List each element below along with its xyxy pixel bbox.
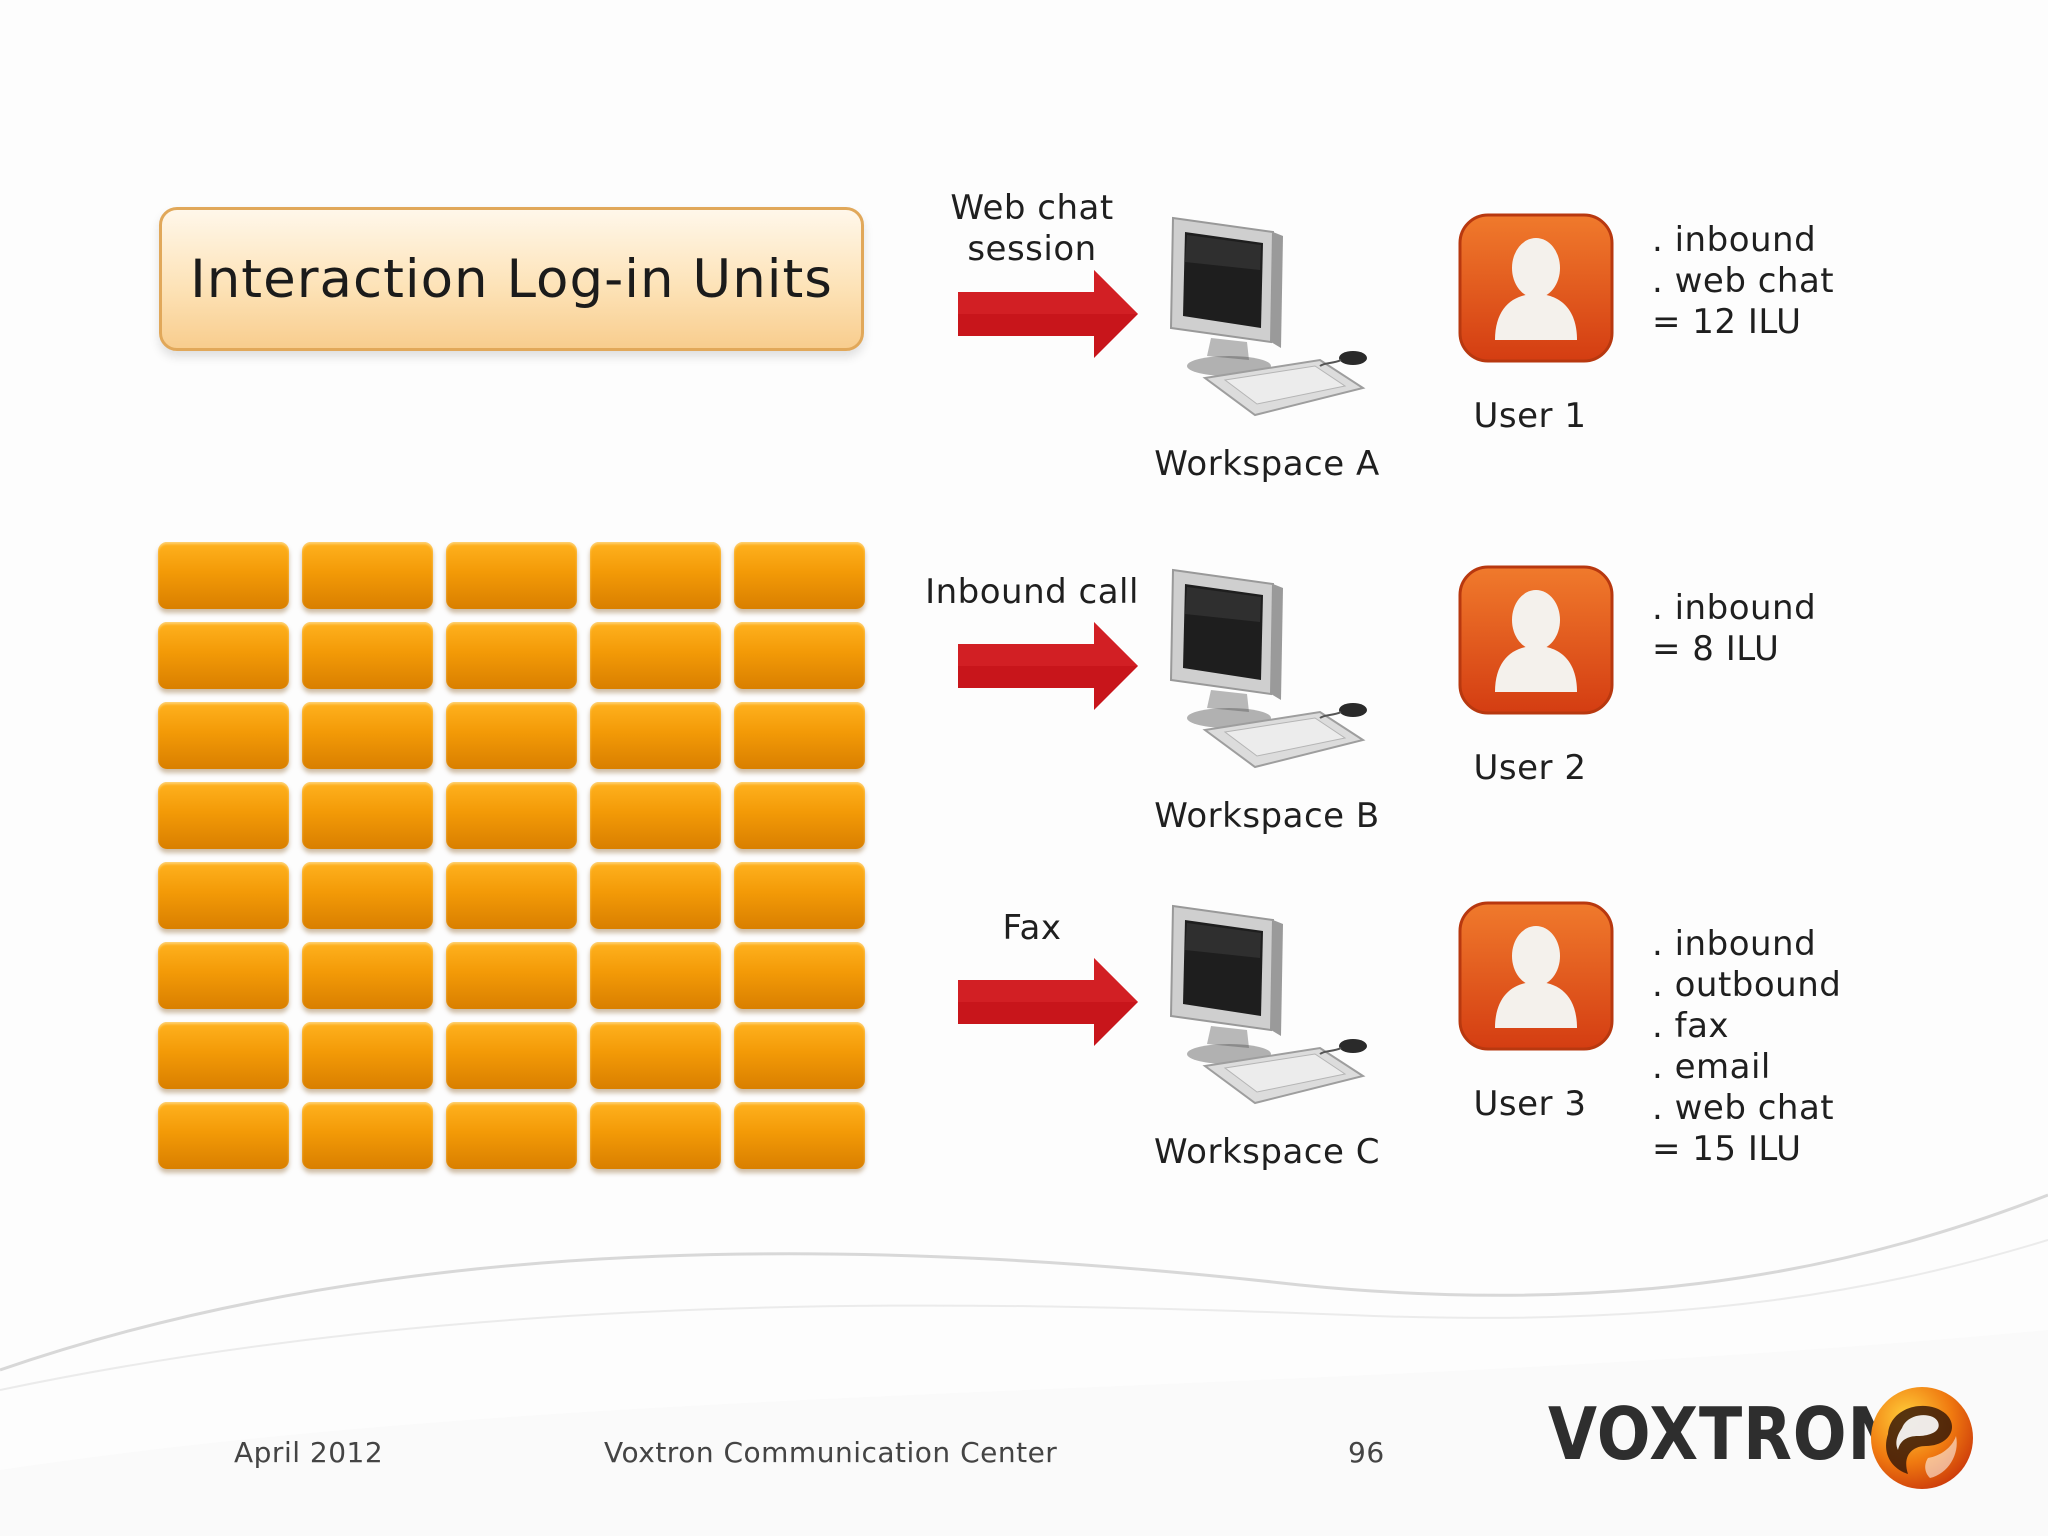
ilu-unit-block — [302, 1102, 433, 1169]
ilu-unit-block — [446, 942, 577, 1009]
ilu-unit-block — [446, 782, 577, 849]
ilu-notes: . inbound. web chat= 12 ILU — [1652, 220, 1834, 343]
ilu-unit-block — [590, 942, 721, 1009]
ilu-unit-block — [734, 862, 865, 929]
workspace-label: Workspace C — [1154, 1132, 1380, 1172]
ilu-notes: . inbound. outbound. fax. email. web cha… — [1652, 924, 1841, 1170]
ilu-unit-block — [302, 862, 433, 929]
user-label: User 1 — [1473, 396, 1587, 436]
ilu-unit-grid — [158, 542, 866, 1169]
ilu-note-line: . email — [1652, 1047, 1771, 1087]
computer-workstation-icon — [1169, 904, 1367, 1105]
workspace-label: Workspace A — [1154, 444, 1380, 484]
ilu-unit-block — [446, 1102, 577, 1169]
ilu-unit-block — [590, 622, 721, 689]
ilu-unit-block — [734, 782, 865, 849]
ilu-unit-block — [158, 1022, 289, 1089]
channel-label-fax: Fax — [1002, 908, 1062, 948]
ilu-note-line: . inbound — [1652, 220, 1817, 260]
ilu-unit-block — [158, 1102, 289, 1169]
user-label: User 2 — [1473, 748, 1587, 788]
ilu-note-line: = 8 ILU — [1652, 629, 1780, 669]
ilu-unit-block — [446, 1022, 577, 1089]
ilu-unit-block — [590, 1102, 721, 1169]
ilu-unit-block — [302, 782, 433, 849]
ilu-unit-block — [446, 622, 577, 689]
user-avatar-icon — [1458, 901, 1614, 1051]
channel-label-web-chat: Web chat session — [950, 188, 1114, 269]
ilu-unit-block — [302, 622, 433, 689]
ilu-unit-block — [590, 702, 721, 769]
ilu-unit-block — [734, 622, 865, 689]
computer-workstation-icon — [1169, 568, 1367, 769]
voxtron-logo-icon — [1871, 1387, 1973, 1489]
channel-label-inbound-call: Inbound call — [925, 572, 1139, 612]
user-label: User 3 — [1473, 1084, 1587, 1124]
ilu-note-line: . inbound — [1652, 924, 1817, 964]
ilu-unit-block — [590, 1022, 721, 1089]
ilu-note-line: . outbound — [1652, 965, 1842, 1005]
right-arrow-icon — [958, 622, 1138, 710]
ilu-title: Interaction Log-in Units — [190, 248, 833, 310]
ilu-unit-block — [158, 702, 289, 769]
ilu-unit-block — [158, 942, 289, 1009]
ilu-unit-block — [158, 782, 289, 849]
ilu-note-line: . inbound — [1652, 588, 1817, 628]
ilu-unit-block — [734, 1102, 865, 1169]
ilu-unit-block — [734, 1022, 865, 1089]
footer-date: April 2012 — [234, 1436, 384, 1469]
ilu-unit-block — [734, 542, 865, 609]
ilu-unit-block — [590, 862, 721, 929]
ilu-title-box: Interaction Log-in Units — [159, 207, 864, 351]
ilu-unit-block — [158, 862, 289, 929]
computer-workstation-icon — [1169, 216, 1367, 417]
ilu-unit-block — [302, 702, 433, 769]
ilu-unit-block — [446, 542, 577, 609]
ilu-unit-block — [158, 622, 289, 689]
voxtron-logo-text: VOXTRON — [1548, 1392, 1902, 1476]
ilu-notes: . inbound= 8 ILU — [1652, 588, 1816, 670]
ilu-unit-block — [302, 1022, 433, 1089]
ilu-unit-block — [446, 702, 577, 769]
ilu-unit-block — [734, 702, 865, 769]
ilu-note-line: . fax — [1652, 1006, 1730, 1046]
ilu-note-line: . web chat — [1652, 261, 1835, 301]
footer-product: Voxtron Communication Center — [604, 1436, 1058, 1469]
right-arrow-icon — [958, 958, 1138, 1046]
ilu-unit-block — [158, 542, 289, 609]
ilu-note-line: = 15 ILU — [1652, 1129, 1802, 1169]
workspace-label: Workspace B — [1154, 796, 1380, 836]
ilu-unit-block — [734, 942, 865, 1009]
ilu-unit-block — [302, 942, 433, 1009]
ilu-unit-block — [590, 782, 721, 849]
ilu-note-line: = 12 ILU — [1652, 302, 1802, 342]
ilu-unit-block — [302, 542, 433, 609]
ilu-note-line: . web chat — [1652, 1088, 1835, 1128]
user-avatar-icon — [1458, 565, 1614, 715]
ilu-unit-block — [446, 862, 577, 929]
ilu-unit-block — [590, 542, 721, 609]
right-arrow-icon — [958, 270, 1138, 358]
user-avatar-icon — [1458, 213, 1614, 363]
footer-page-number: 96 — [1348, 1436, 1385, 1469]
